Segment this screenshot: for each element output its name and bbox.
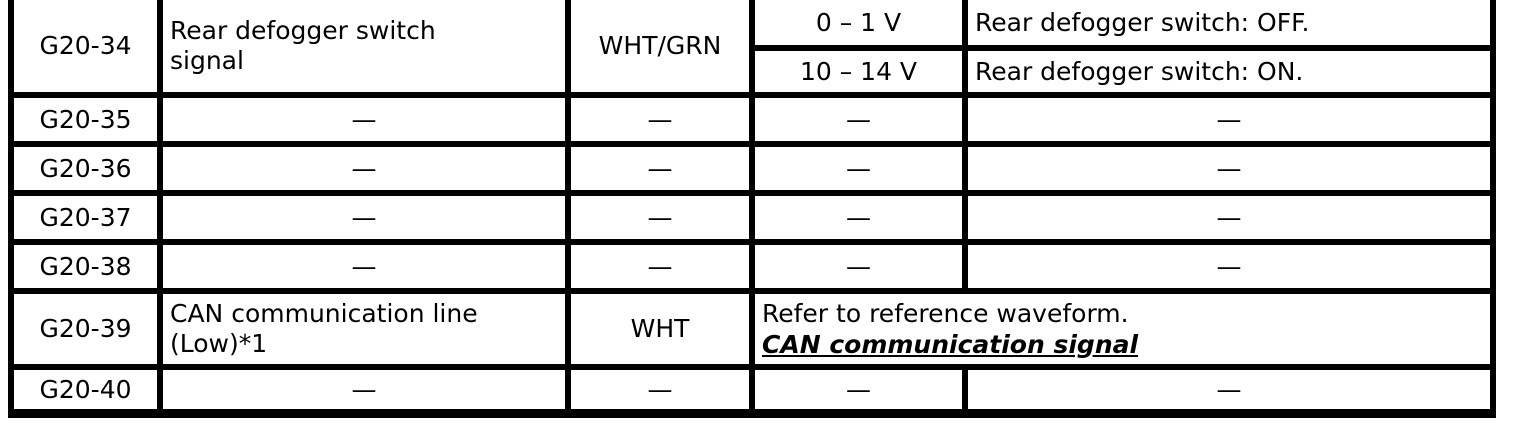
wire-color-cell: —: [565, 141, 755, 196]
table-row-g20-38: G20-38 — — — —: [8, 239, 1496, 294]
signal-cell: —: [157, 190, 571, 245]
table-row-g20-39: G20-39 CAN communication line (Low)*1 WH…: [8, 288, 1496, 370]
value-cell: —: [749, 92, 968, 147]
value-cell: —: [749, 190, 968, 245]
value-cell: —: [749, 141, 968, 196]
terminal-cell: G20-37: [8, 190, 163, 245]
terminal-cell: G20-34: [8, 0, 163, 98]
signal-cell: —: [157, 239, 571, 294]
waveform-reference-link[interactable]: CAN communication signal: [762, 330, 1139, 359]
terminal-cell: G20-39: [8, 288, 163, 370]
waveform-note-text: Refer to reference waveform.: [762, 299, 1129, 328]
terminal-cell: G20-38: [8, 239, 163, 294]
condition-cell: Rear defogger switch: ON.: [962, 45, 1496, 98]
table-row-g20-37: G20-37 — — — —: [8, 190, 1496, 245]
table-row-g20-40: G20-40 — — — —: [8, 364, 1496, 418]
wire-color-cell: WHT/GRN: [565, 0, 755, 98]
signal-cell: Rear defogger switch signal: [157, 0, 571, 98]
table-row-g20-34: G20-34 Rear defogger switch signal WHT/G…: [8, 0, 1496, 98]
connector-terminal-table: G20-34 Rear defogger switch signal WHT/G…: [8, 0, 1496, 418]
terminal-cell: G20-40: [8, 364, 163, 418]
table-row-g20-35: G20-35 — — — —: [8, 92, 1496, 147]
table-row-g20-34-sub: 10 – 14 V Rear defogger switch: ON.: [11, 45, 1496, 98]
table-row-g20-36: G20-36 — — — —: [8, 141, 1496, 196]
value-cell: —: [749, 364, 968, 418]
waveform-note-cell: Refer to reference waveform. CAN communi…: [749, 288, 1496, 370]
condition-cell: —: [962, 239, 1496, 294]
value-cell: 0 – 1 V: [749, 0, 968, 51]
value-cell: —: [749, 239, 968, 294]
wire-color-cell: —: [565, 190, 755, 245]
condition-cell: —: [962, 92, 1496, 147]
signal-cell: —: [157, 92, 571, 147]
wire-color-cell: —: [565, 92, 755, 147]
condition-cell: Rear defogger switch: OFF.: [962, 0, 1496, 51]
condition-cell: —: [962, 141, 1496, 196]
terminal-cell: G20-35: [8, 92, 163, 147]
signal-cell: —: [157, 141, 571, 196]
condition-cell: —: [962, 190, 1496, 245]
signal-cell: —: [157, 364, 571, 418]
wire-color-cell: WHT: [565, 288, 755, 370]
terminal-cell: G20-36: [8, 141, 163, 196]
condition-cell: —: [962, 364, 1496, 418]
value-cell: 10 – 14 V: [749, 45, 968, 98]
signal-cell: CAN communication line (Low)*1: [157, 288, 571, 370]
wire-color-cell: —: [565, 364, 755, 418]
wire-color-cell: —: [565, 239, 755, 294]
